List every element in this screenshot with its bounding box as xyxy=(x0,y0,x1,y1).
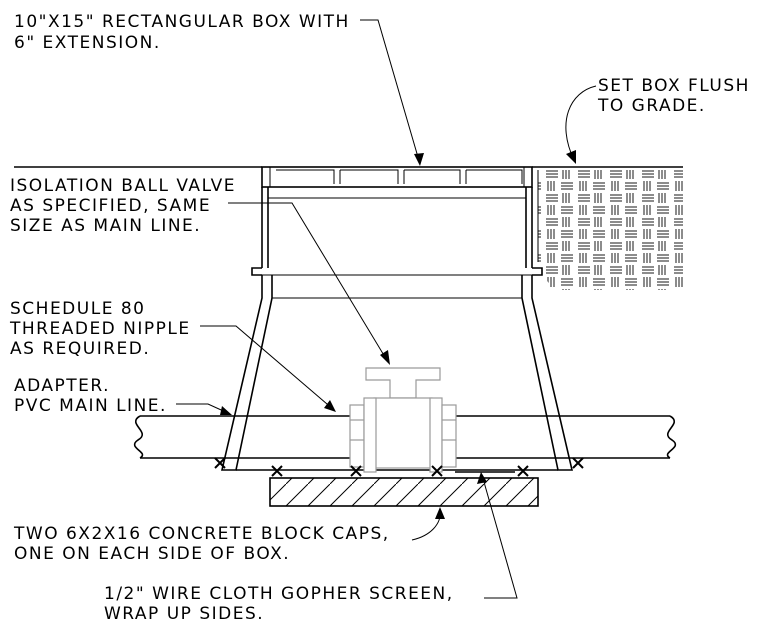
concrete-block-cap xyxy=(269,477,539,507)
adapter-label-line2: PVC MAIN LINE. xyxy=(14,396,167,416)
valve-label-line3: SIZE AS MAIN LINE. xyxy=(10,216,202,236)
flush-label-line1: SET BOX FLUSH xyxy=(598,76,750,96)
valve-label-line2: AS SPECIFIED, SAME xyxy=(10,196,212,216)
pvc-main-line xyxy=(133,415,677,459)
leader-lines xyxy=(176,19,597,599)
adapter-label-line1: ADAPTER. xyxy=(14,376,111,396)
box-label-line2: 6" EXTENSION. xyxy=(14,33,161,53)
box-label-line1: 10"X15" RECTANGULAR BOX WITH xyxy=(14,12,350,32)
flush-label-line2: TO GRADE. xyxy=(598,96,706,116)
nipple-label-line1: SCHEDULE 80 xyxy=(10,299,146,319)
nipple-label-line2: THREADED NIPPLE xyxy=(10,319,191,339)
valve-label-line1: ISOLATION BALL VALVE xyxy=(10,176,237,196)
box-lid xyxy=(261,166,533,188)
soil-hatch xyxy=(537,170,683,290)
nipple-label-line3: AS REQUIRED. xyxy=(10,339,151,359)
box-extension xyxy=(251,187,543,276)
block-label-line1: TWO 6X2X16 CONCRETE BLOCK CAPS, xyxy=(14,524,390,544)
screen-label-line1: 1/2" WIRE CLOTH GOPHER SCREEN, xyxy=(104,584,454,604)
arrowheads xyxy=(220,150,576,519)
gopher-screen-marks xyxy=(214,457,584,477)
block-label-line2: ONE ON EACH SIDE OF BOX. xyxy=(14,544,291,564)
screen-label-line2: WRAP UP SIDES. xyxy=(104,604,265,624)
box-body xyxy=(220,275,574,471)
isolation-ball-valve xyxy=(349,367,457,473)
